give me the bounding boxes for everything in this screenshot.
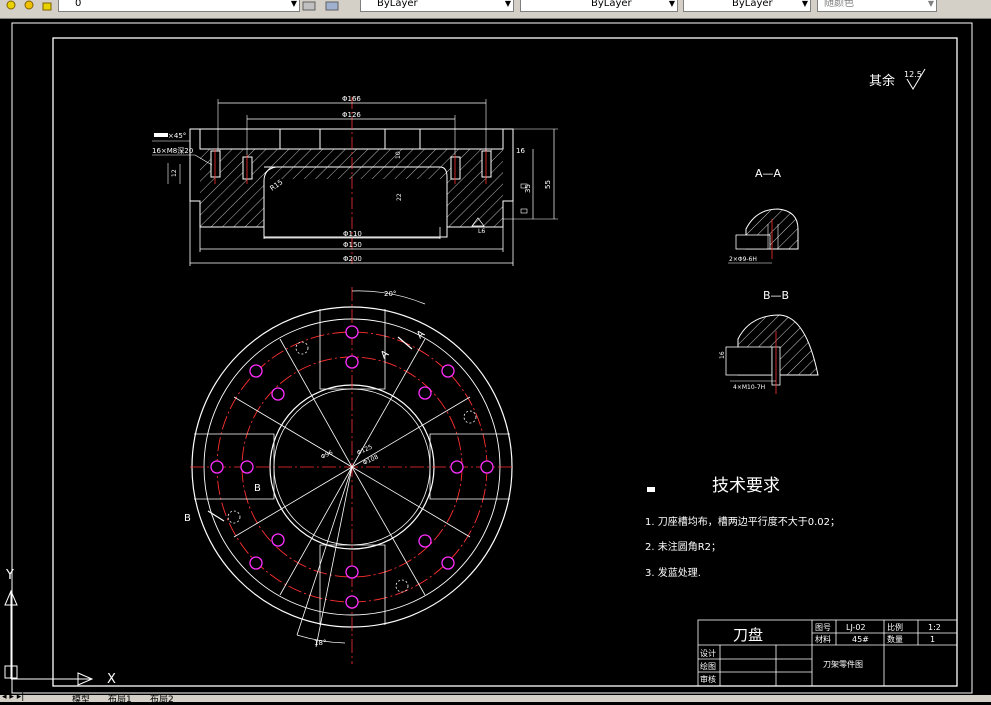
inner-frame: [52, 37, 958, 687]
title-block: [697, 619, 958, 687]
dim-d166: Φ166: [342, 95, 361, 103]
section-a-note: 2×Φ9-6H: [729, 256, 757, 263]
tab-layout1[interactable]: 布局1: [108, 695, 132, 705]
linetype-select[interactable]: ByLayer ▼: [520, 0, 678, 12]
layer-value: 0: [75, 0, 82, 9]
front-section-view: Φ166 Φ126 Φ110 Φ150 Φ200 R15 55 35 16 10…: [152, 95, 558, 266]
section-mark-b2: B: [184, 513, 191, 524]
tech-title: 技术要求: [712, 476, 780, 496]
lineweight-value: ByLayer: [732, 0, 773, 9]
dim-ang20: 20°: [384, 290, 396, 298]
dim-d125: Φ125: [356, 444, 374, 457]
qty-value: 1: [930, 635, 935, 644]
dim-v22: 22: [396, 193, 403, 201]
chevron-down-icon: ▼: [927, 0, 934, 8]
qty-label: 数量: [887, 634, 903, 644]
section-mark-b1: B: [254, 483, 261, 494]
dim-ang18: 18°: [314, 639, 326, 647]
design-label: 设计: [700, 648, 716, 658]
color-value: ByLayer: [377, 0, 418, 9]
tab-layout2[interactable]: 布局2: [150, 695, 174, 705]
dim-v35: 35: [524, 184, 532, 193]
section-aa-title: A—A: [755, 167, 782, 180]
dim-chamfer: ×45°: [168, 132, 186, 140]
material-label: 材料: [815, 634, 831, 644]
dim-v55: 55: [544, 180, 552, 189]
section-bb-view: B—B 16 4×M10-7H: [719, 289, 819, 394]
cursor-marker: [647, 487, 655, 492]
linetype-value: ByLayer: [591, 0, 632, 9]
chamfer-mark: [154, 133, 168, 137]
plan-view: 20° 18° Φ96 Φ125 Φ108 A A B B: [184, 287, 515, 664]
layout-tabs: ◂ ▸ ▸| 模型 布局1 布局2: [0, 692, 991, 705]
scale-label: 比例: [887, 622, 903, 632]
part-name: 刀盘: [733, 626, 763, 644]
lineweight-select[interactable]: ByLayer ▼: [683, 0, 811, 12]
svg-text:16: 16: [719, 351, 726, 359]
color-select[interactable]: ByLayer ▼: [360, 0, 514, 12]
roughness-symbol-icon: [906, 68, 926, 90]
section-mark-a1: A: [379, 348, 391, 361]
dim-v16: 16: [516, 147, 525, 155]
assembly-label: 刀架零件图: [823, 659, 863, 669]
layer-select[interactable]: 0 ▼: [58, 0, 300, 12]
layer-manager-icon[interactable]: [302, 0, 316, 11]
plotstyle-value: 随颜色: [824, 0, 854, 9]
layer-previous-icon[interactable]: [325, 0, 339, 11]
chevron-down-icon: ▼: [290, 0, 297, 8]
dim-v10: 10: [395, 151, 402, 159]
note-holes: 16×M8深20: [152, 146, 193, 155]
ucs-icon: [4, 589, 94, 686]
roughness-label: 其余: [869, 73, 895, 89]
scale-value: 1:2: [928, 623, 941, 632]
section-bb-title: B—B: [763, 289, 789, 302]
section-b-note: 4×M10-7H: [733, 384, 765, 391]
ucs-x-label: X: [107, 672, 116, 687]
dim-d108: Φ108: [362, 454, 380, 467]
tab-nav-icon[interactable]: ◂ ▸ ▸|: [2, 692, 25, 702]
tech-item-1: 1. 刀座槽均布，槽两边平行度不大于0.02；: [645, 515, 840, 528]
sun-icon[interactable]: [22, 0, 36, 10]
drawing-canvas[interactable]: 其余 12.5: [0, 19, 991, 695]
dim-d150: Φ150: [343, 241, 362, 249]
plotstyle-select[interactable]: 随颜色 ▼: [817, 0, 937, 12]
dim-d96: Φ96: [320, 449, 334, 461]
chevron-down-icon: ▼: [668, 0, 675, 8]
drawn-label: 绘图: [700, 661, 716, 671]
dim-d200: Φ200: [343, 255, 362, 263]
dim-d110: Φ110: [343, 230, 362, 238]
section-mark-a2: A: [415, 328, 427, 341]
tab-model[interactable]: 模型: [72, 695, 91, 705]
material-value: 45#: [852, 635, 869, 644]
roughness-value: 12.5: [904, 70, 922, 79]
drawing-no: LJ-02: [846, 623, 866, 632]
section-aa-view: A—A 2×Φ9-6H: [728, 167, 799, 264]
chevron-down-icon: ▼: [504, 0, 511, 8]
ucs-y-label: Y: [5, 568, 14, 583]
drawing-svg[interactable]: 其余 12.5: [0, 19, 991, 695]
drawing-no-label: 图号: [815, 623, 831, 632]
dim-l6: L6: [478, 228, 485, 235]
review-label: 审核: [700, 674, 716, 684]
dim-d126: Φ126: [342, 111, 361, 119]
properties-toolbar: 0 ▼ ByLayer ▼ ByLayer ▼ ByLayer ▼ 随颜色 ▼: [0, 0, 991, 19]
tech-item-2: 2. 未注圆角R2；: [645, 540, 721, 553]
chevron-down-icon: ▼: [801, 0, 808, 8]
outer-frame: [11, 22, 973, 694]
dim-v12: 12: [171, 169, 178, 177]
lock-icon[interactable]: [40, 0, 54, 11]
layer-state-icon[interactable]: [4, 0, 18, 10]
tech-item-3: 3. 发蓝处理.: [645, 566, 701, 579]
